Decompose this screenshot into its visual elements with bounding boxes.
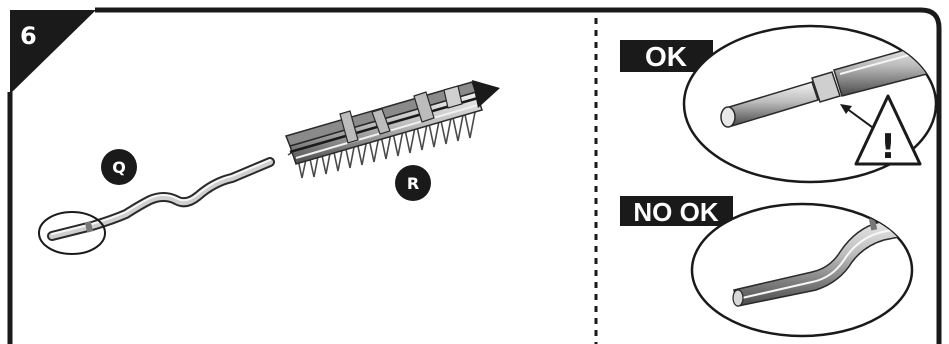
part-q-badge	[101, 149, 137, 185]
part-q-label: Q	[112, 158, 126, 177]
ok-pointer-arrow	[845, 107, 877, 131]
step-number: 6	[20, 22, 37, 50]
step-number-tab	[10, 10, 96, 94]
step-frame	[95, 7, 942, 344]
warning-triangle	[854, 94, 922, 166]
warning-mark: !	[880, 127, 896, 167]
shaft-q-drawing	[47, 157, 275, 241]
not-ok-detail-drawing	[732, 211, 912, 307]
ok-label: OK	[645, 41, 687, 72]
not-ok-banner	[620, 196, 733, 226]
ok-banner	[620, 40, 713, 72]
shaft-end-highlight-circle	[38, 211, 106, 255]
part-r-badge	[395, 165, 431, 201]
not-ok-label: NO OK	[633, 197, 718, 227]
part-r-label: R	[407, 174, 419, 193]
brush-channel-r-drawing	[284, 80, 500, 179]
